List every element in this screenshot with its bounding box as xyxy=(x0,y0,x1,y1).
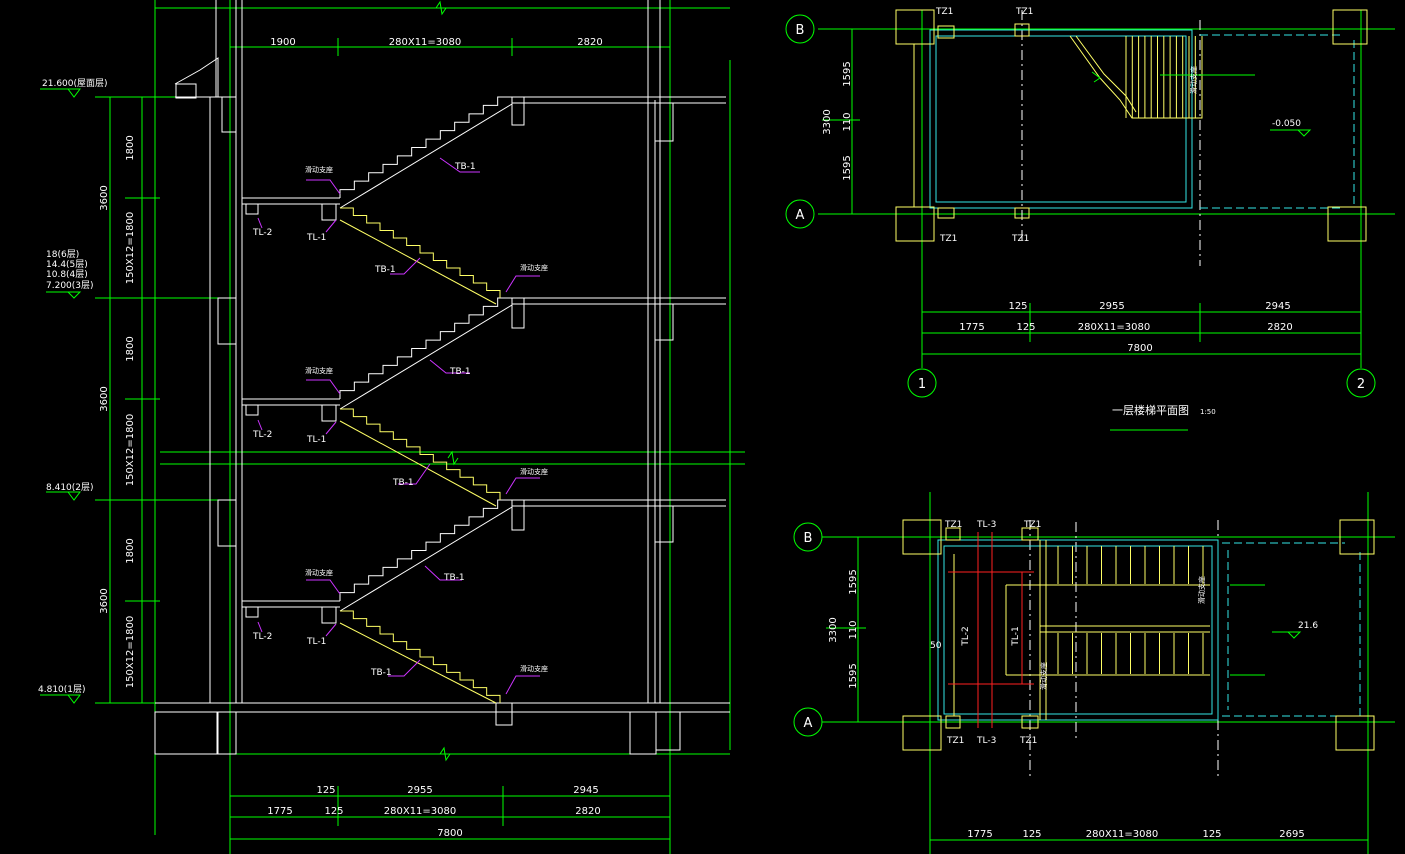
plan1-left-dim: 1595 xyxy=(842,61,853,86)
bottom-dim: 125 xyxy=(324,806,343,817)
level-roof: 21.600(屋面层) xyxy=(42,78,108,89)
top-dim-1: 1900 xyxy=(270,37,295,48)
plan2-dim: 125 xyxy=(1202,829,1221,840)
level-2: 8.410(2层) xyxy=(46,482,94,493)
level-6: 18(6层) xyxy=(46,249,79,260)
flight-label: TB-1 xyxy=(370,668,392,678)
inner-dim-6: 150X12=1800 xyxy=(125,616,136,689)
inner-dim-2: 150X12=1800 xyxy=(125,212,136,285)
column-tag: TZ1 xyxy=(944,520,962,530)
column-tag: TL-3 xyxy=(976,520,996,530)
column-tag: TZ1 xyxy=(1015,7,1033,17)
bottom-total: 7800 xyxy=(437,828,462,839)
support-note: 滑动支座 xyxy=(520,467,548,476)
plan2-dim: 125 xyxy=(1022,829,1041,840)
column-tag: TZ1 xyxy=(1023,520,1041,530)
support-note: 滑动支座 xyxy=(305,366,333,375)
beam-label: TL-1 xyxy=(306,435,326,445)
support-note: 滑动支座 xyxy=(305,165,333,174)
axis-bubble-label: B xyxy=(804,531,813,546)
plan1-dim: 280X11=3080 xyxy=(1078,322,1151,333)
plan2-note: 滑动支座 xyxy=(1039,662,1048,690)
plan1-dim: 2945 xyxy=(1265,301,1290,312)
plan1-dim: 2820 xyxy=(1267,322,1292,333)
height-dim-1: 3600 xyxy=(99,185,110,210)
top-dim-3: 2820 xyxy=(577,37,602,48)
beam-label: TL-2 xyxy=(252,632,272,642)
plan2-left-dim: 1595 xyxy=(848,663,859,688)
plan1-left-dim: 1595 xyxy=(842,155,853,180)
inner-dim-3: 1800 xyxy=(125,336,136,361)
bottom-dim: 125 xyxy=(316,785,335,796)
bottom-dim: 2820 xyxy=(575,806,600,817)
bottom-dim: 2955 xyxy=(407,785,432,796)
plan1-total: 7800 xyxy=(1127,343,1152,354)
column-tag: TZ1 xyxy=(939,234,957,244)
axis-bubble-label: B xyxy=(796,23,805,38)
level-1: 4.810(1层) xyxy=(38,684,86,695)
flight-label: TB-1 xyxy=(454,162,476,172)
level-3: 7.200(3层) xyxy=(46,280,94,291)
bottom-dim: 2945 xyxy=(573,785,598,796)
flight-label: TB-1 xyxy=(392,478,414,488)
support-note: 滑动支座 xyxy=(520,263,548,272)
top-dim-2: 280X11=3080 xyxy=(389,37,462,48)
level-5: 14.4(5层) xyxy=(46,259,88,270)
flight-label: TB-1 xyxy=(449,367,471,377)
stair-section-view: 1900 280X11=3080 2820 21.600(屋面层) 18(6层)… xyxy=(38,0,745,854)
roof-stair-plan: B A xyxy=(793,492,1395,854)
plan2-left-dim: 110 xyxy=(848,620,859,639)
column-tag: TZ1 xyxy=(1019,736,1037,746)
height-dim-3: 3600 xyxy=(99,588,110,613)
flight-label: TB-1 xyxy=(374,265,396,275)
plan1-left-dim: 3300 xyxy=(822,109,833,134)
axis-bubble-label: 2 xyxy=(1357,377,1365,392)
axis-bubble-label: A xyxy=(796,208,805,223)
plan1-scale: 1:50 xyxy=(1200,408,1216,416)
beam-label: TL-2 xyxy=(252,430,272,440)
plan2-note: 滑动支座 xyxy=(1197,576,1206,604)
beam-label: TL-1 xyxy=(306,637,326,647)
plan2-dim: 1775 xyxy=(967,829,992,840)
height-dim-2: 3600 xyxy=(99,386,110,411)
plan2-dim: 280X11=3080 xyxy=(1086,829,1159,840)
axis-bubble-label: A xyxy=(804,716,813,731)
plan2-left-dim: 1595 xyxy=(848,569,859,594)
plan2-side-dim: 50 xyxy=(930,641,942,651)
plan2-elevation: 21.6 xyxy=(1298,621,1318,631)
plan1-dim: 125 xyxy=(1008,301,1027,312)
column-tag: TZ1 xyxy=(1011,234,1029,244)
support-note: 滑动支座 xyxy=(305,568,333,577)
flight-label: TB-1 xyxy=(443,573,465,583)
column-tag: TL-3 xyxy=(976,736,996,746)
level-4: 10.8(4层) xyxy=(46,269,88,280)
bottom-dim: 280X11=3080 xyxy=(384,806,457,817)
column-tag: TZ1 xyxy=(946,736,964,746)
beam-label: TL-1 xyxy=(306,233,326,243)
beam-label: TL-2 xyxy=(252,228,272,238)
beam-tag: TL-1 xyxy=(1011,626,1021,646)
plan1-dim: 2955 xyxy=(1099,301,1124,312)
plan2-dim: 2695 xyxy=(1279,829,1304,840)
plan1-dim: 125 xyxy=(1016,322,1035,333)
plan1-note: 滑动支座 xyxy=(1189,66,1198,94)
support-note: 滑动支座 xyxy=(520,664,548,673)
plan1-dim: 1775 xyxy=(959,322,984,333)
plan2-left-dim: 3300 xyxy=(828,617,839,642)
inner-dim-5: 1800 xyxy=(125,538,136,563)
plan1-title: 一层楼梯平面图 xyxy=(1112,403,1189,417)
inner-dim-4: 150X12=1800 xyxy=(125,414,136,487)
axis-bubble-label: 1 xyxy=(918,377,926,392)
plan1-left-dim: 110 xyxy=(842,112,853,131)
bottom-dim: 1775 xyxy=(267,806,292,817)
beam-tag: TL-2 xyxy=(961,626,971,646)
plan1-elevation: -0.050 xyxy=(1272,119,1301,129)
inner-dim-1: 1800 xyxy=(125,135,136,160)
ground-floor-plan: B A 1 2 xyxy=(785,7,1395,431)
column-tag: TZ1 xyxy=(935,7,953,17)
